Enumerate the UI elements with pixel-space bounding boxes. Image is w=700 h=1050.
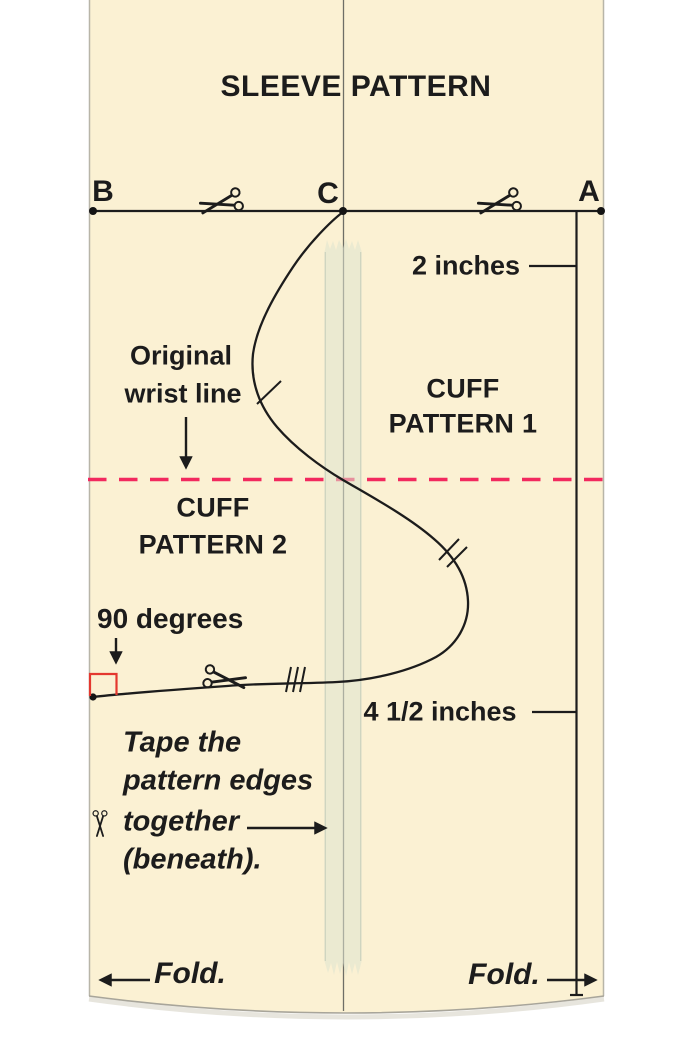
tape-strip	[324, 239, 362, 976]
cuff-pattern-2-line-2: PATTERN 2	[138, 529, 288, 560]
curve-end-dot	[89, 693, 97, 701]
point-dot-a	[597, 207, 605, 215]
notch-triple-1	[285, 666, 292, 693]
cuff-pattern-1-line-2: PATTERN 1	[388, 408, 538, 439]
angle-label: 90 degrees	[97, 603, 244, 634]
notch-triple-3	[299, 666, 306, 693]
right-angle-marker	[88, 672, 118, 696]
cuff-pattern-2-line-1: CUFF	[176, 492, 250, 523]
tape-note-line-3: together	[123, 805, 239, 838]
point-dot-c	[339, 207, 347, 215]
notch-double-2	[446, 546, 468, 568]
point-dot-b	[89, 207, 97, 215]
wrist-label-line-2: wrist line	[124, 378, 242, 409]
sleeve-cut-curve	[92, 211, 470, 699]
paper-bottom-shadow	[88, 996, 605, 1020]
notch-double-1	[438, 538, 460, 561]
point-label-b: B	[92, 175, 114, 208]
measurement-4-half-inches: 4 1/2 inches	[363, 696, 517, 727]
page-title: SLEEVE PATTERN	[220, 70, 492, 103]
fold-label-right: Fold.	[468, 958, 540, 991]
fold-label-left: Fold.	[154, 957, 226, 990]
notch-single	[256, 380, 282, 405]
cuff-pattern-1-line-1: CUFF	[426, 373, 500, 404]
point-label-a: A	[578, 175, 600, 208]
paper-edge-bottom	[88, 995, 605, 1014]
measurement-2-inches: 2 inches	[411, 250, 521, 281]
point-label-c: C	[317, 177, 339, 210]
notch-triple-2	[292, 666, 299, 693]
tape-note-line-1: Tape the	[123, 726, 242, 759]
tape-note-line-2: pattern edges	[123, 764, 314, 797]
wrist-label-line-1: Original	[129, 340, 233, 371]
tape-note-line-4: (beneath).	[123, 843, 262, 876]
